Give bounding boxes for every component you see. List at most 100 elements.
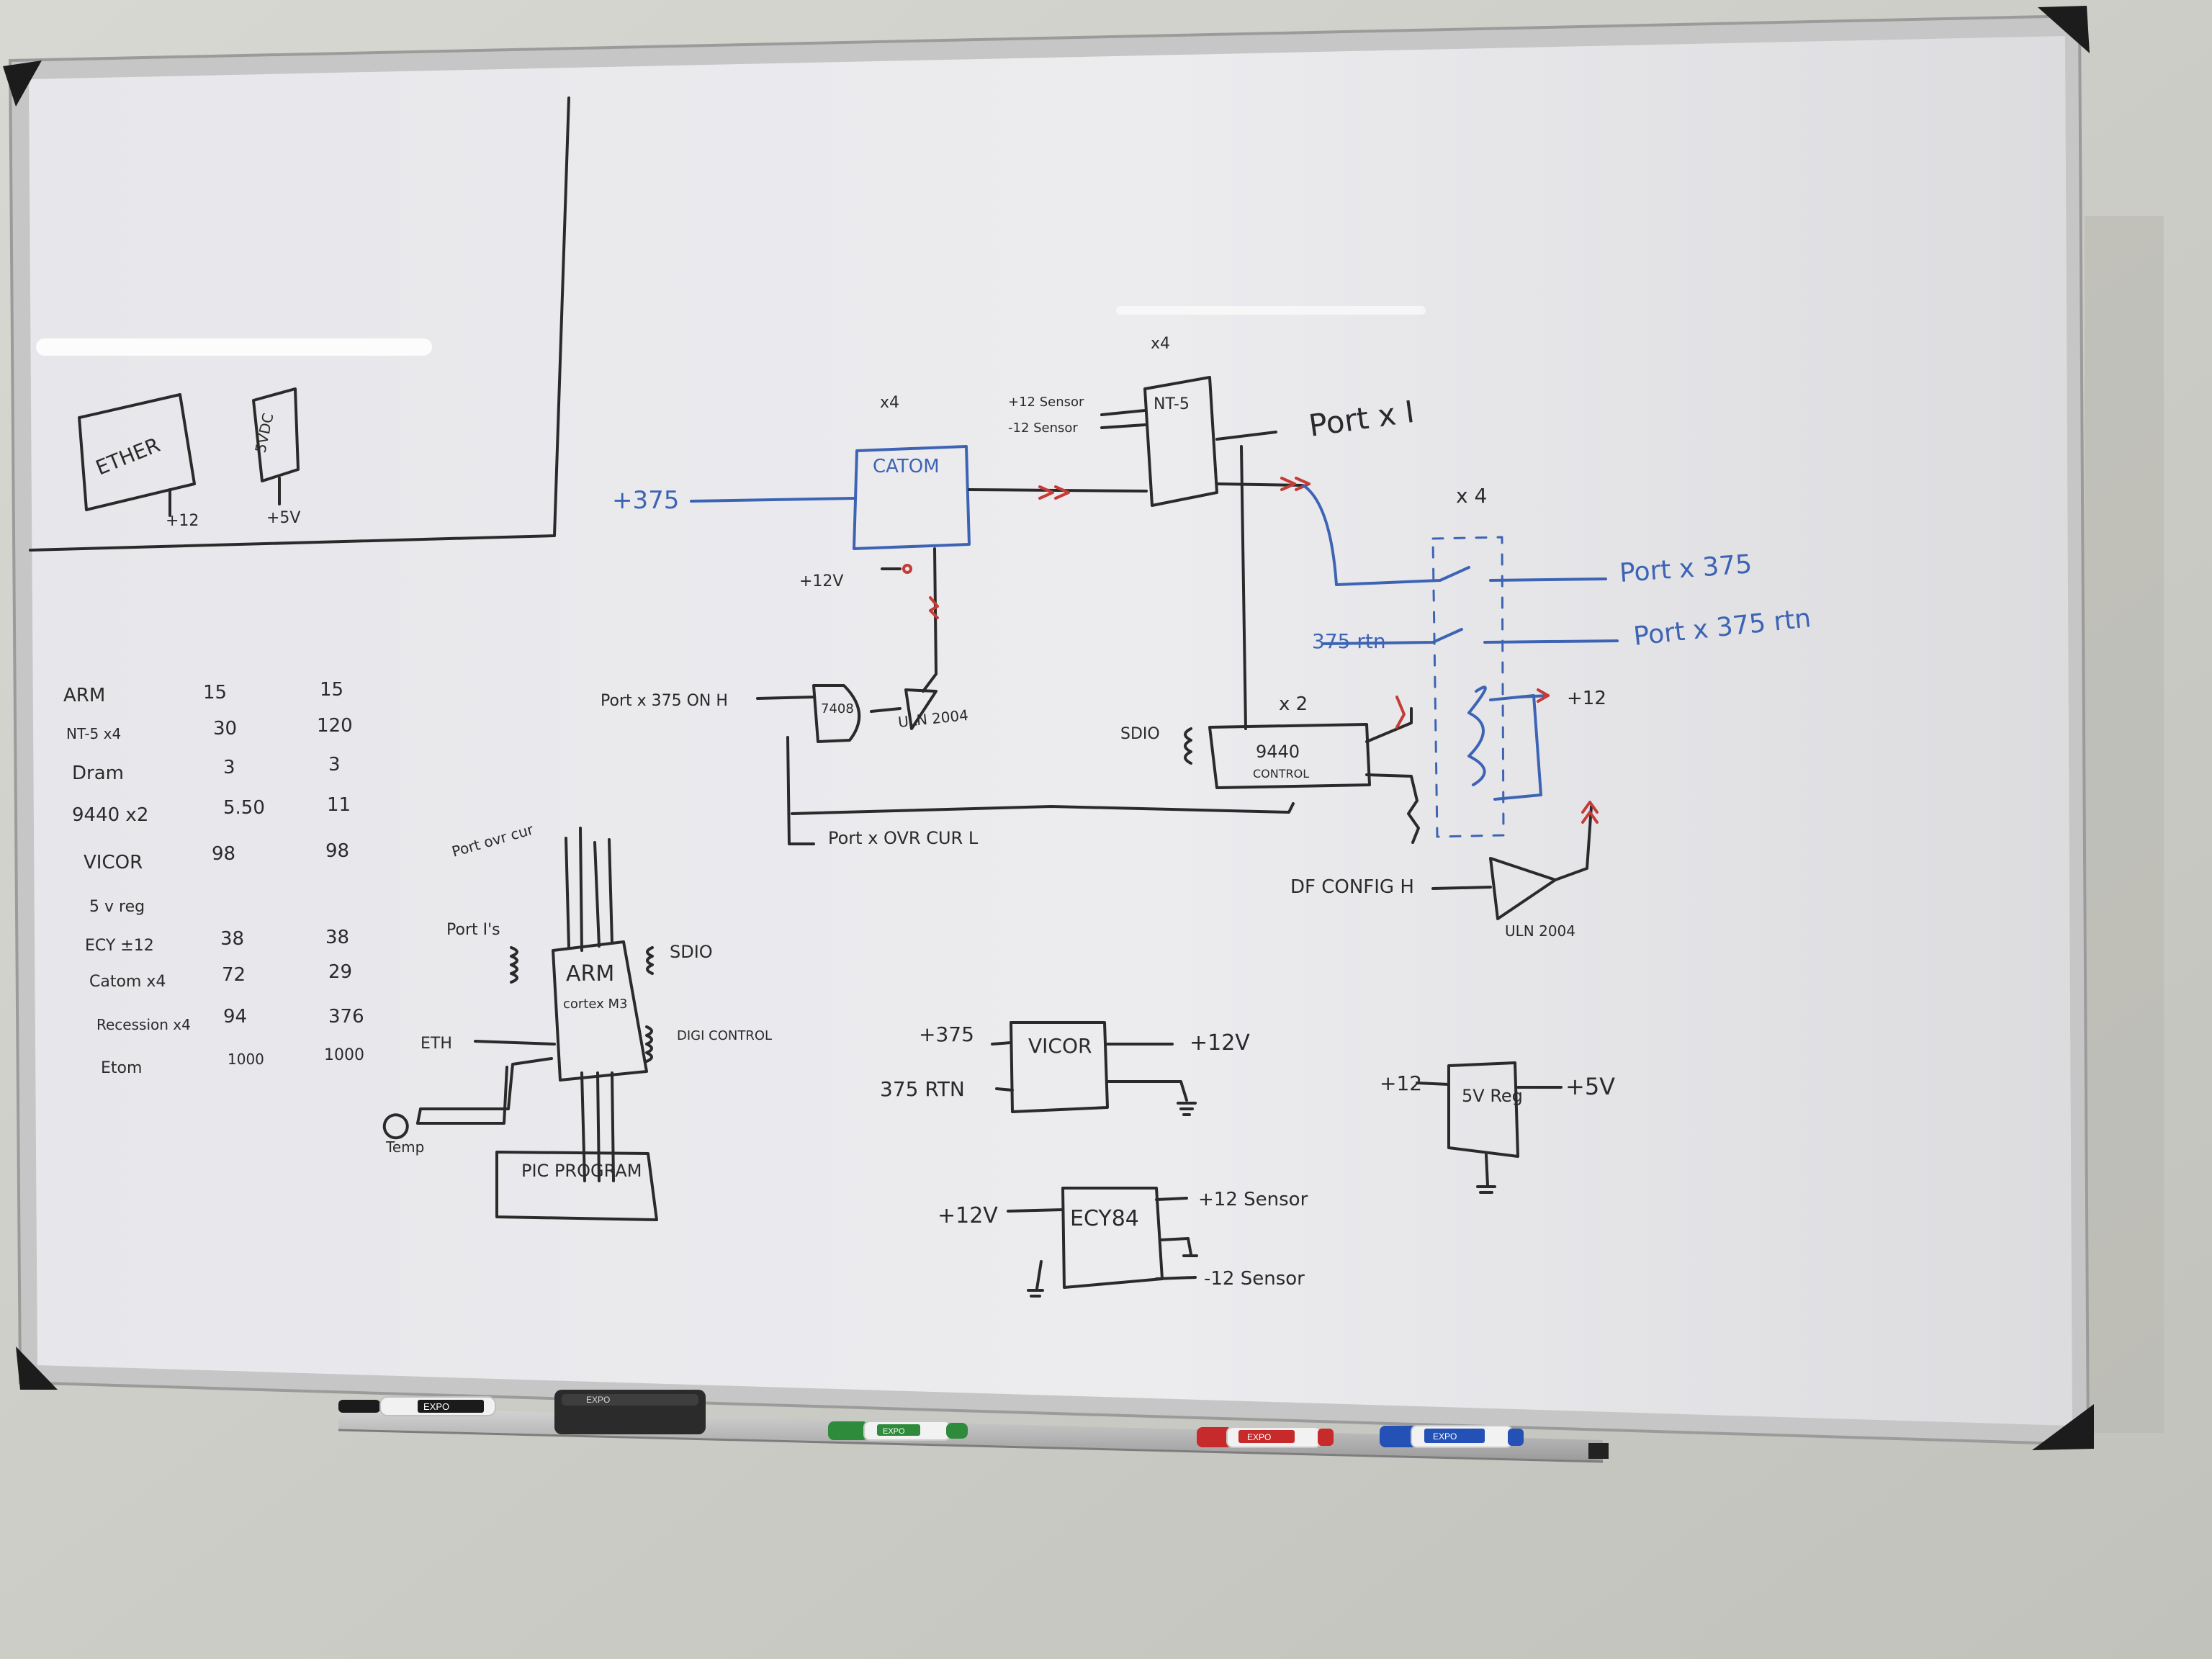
blue-marker[interactable]: EXPO bbox=[1380, 1425, 1524, 1448]
eraser[interactable]: EXPO bbox=[554, 1390, 706, 1434]
label-9440: 9440 bbox=[1256, 742, 1300, 762]
uln-driver-2 bbox=[1431, 801, 1599, 920]
relay-switch-group bbox=[1322, 536, 1619, 838]
label-ecy-plus: +12 Sensor bbox=[1198, 1189, 1308, 1210]
power-row-8: Recession x4 94 376 bbox=[96, 1006, 364, 1033]
ecy84-block bbox=[1007, 1187, 1198, 1298]
label-x4-catom: x4 bbox=[880, 394, 899, 412]
label-reg-box: 5V Reg bbox=[1462, 1086, 1523, 1106]
power-row-0: ARM 15 15 bbox=[63, 679, 343, 706]
board-shadow bbox=[2085, 216, 2164, 1433]
label-vicor-out: +12V bbox=[1190, 1030, 1250, 1056]
green-marker[interactable]: EXPO bbox=[828, 1421, 968, 1441]
label-x2: x 2 bbox=[1279, 693, 1308, 715]
power-b: 1000 bbox=[324, 1046, 364, 1064]
label-pic: PIC PROGRAM bbox=[521, 1161, 642, 1181]
label-control: CONTROL bbox=[1253, 767, 1309, 781]
vicor-block bbox=[991, 1021, 1197, 1116]
label-375-rtn: 375 rtn bbox=[1312, 629, 1386, 653]
label-sensor-minus: -12 Sensor bbox=[1008, 421, 1078, 436]
label-12v-catom: +12V bbox=[799, 572, 843, 590]
power-row-2: Dram 3 3 bbox=[72, 754, 341, 784]
marker-tray: EXPO EXPO EXPO EXPO EXPO bbox=[338, 1390, 1609, 1463]
label-vicor: VICOR bbox=[1028, 1034, 1092, 1058]
catom-block bbox=[690, 445, 1148, 693]
and-gate-7408 bbox=[756, 684, 1295, 845]
corner-cap-tr bbox=[2038, 6, 2090, 53]
power-b: 376 bbox=[328, 1006, 364, 1028]
small-box bbox=[252, 387, 300, 505]
label-sdio-arm: SDIO bbox=[670, 942, 713, 962]
label-7408: 7408 bbox=[821, 701, 854, 716]
corner-cap-tl bbox=[3, 60, 42, 107]
label-ecy-minus: -12 Sensor bbox=[1204, 1268, 1305, 1290]
power-a: 5.50 bbox=[223, 797, 265, 819]
tray-rail-edge bbox=[338, 1429, 1604, 1463]
power-b: 120 bbox=[317, 715, 353, 737]
corner-cap-br bbox=[2032, 1404, 2094, 1450]
label-arm: ARM bbox=[566, 961, 614, 986]
top-left-frame bbox=[29, 96, 570, 552]
power-a: 94 bbox=[223, 1006, 247, 1028]
power-item: ECY ±12 bbox=[85, 937, 154, 955]
power-row-4: VICOR 98 98 bbox=[84, 840, 349, 873]
reg-block bbox=[1416, 1061, 1563, 1194]
label-df-config: DF CONFIG H bbox=[1290, 876, 1414, 898]
label-temp: Temp bbox=[385, 1138, 424, 1156]
label-x4-nt: x4 bbox=[1151, 335, 1170, 353]
power-row-5: 5 v reg bbox=[89, 898, 145, 916]
power-a: 38 bbox=[220, 928, 244, 950]
power-a: 1000 bbox=[228, 1051, 264, 1068]
label-vicor-in: +375 bbox=[919, 1022, 974, 1046]
blue-marker-brand: EXPO bbox=[1433, 1431, 1457, 1442]
label-sdio: SDIO bbox=[1120, 725, 1160, 743]
power-b: 38 bbox=[325, 927, 349, 948]
power-row-9: Etom 1000 1000 bbox=[101, 1046, 364, 1077]
black-marker-brand: EXPO bbox=[423, 1401, 449, 1412]
corner-cap-bl bbox=[16, 1346, 58, 1390]
nt5-block bbox=[1100, 376, 1607, 730]
power-b: 15 bbox=[320, 679, 343, 701]
label-port-x-375-on: Port x 375 ON H bbox=[601, 692, 728, 710]
power-b: 3 bbox=[328, 754, 341, 775]
label-reg-in: +12 bbox=[1380, 1071, 1422, 1095]
power-table: ARM 15 15 NT-5 x4 30 120 Dram 3 3 9440 x… bbox=[63, 679, 364, 1077]
power-row-1: NT-5 x4 30 120 bbox=[66, 715, 353, 742]
chip-9440 bbox=[1184, 696, 1420, 844]
power-b: 11 bbox=[327, 794, 351, 816]
label-375-left: +375 bbox=[612, 486, 679, 515]
power-item: 5 v reg bbox=[89, 898, 145, 916]
power-a: 72 bbox=[222, 964, 246, 986]
label-catom: CATOM bbox=[873, 456, 940, 477]
power-row-3: 9440 x2 5.50 11 bbox=[72, 794, 351, 826]
label-uln-2: ULN 2004 bbox=[1505, 922, 1575, 940]
power-a: 98 bbox=[212, 843, 235, 865]
green-marker-brand: EXPO bbox=[883, 1427, 905, 1436]
label-plus12-relay: +12 bbox=[1567, 688, 1606, 709]
label-nt5: NT-5 bbox=[1154, 395, 1190, 413]
label-x4-switch: x 4 bbox=[1456, 484, 1487, 508]
power-a: 15 bbox=[203, 682, 227, 703]
power-item: VICOR bbox=[84, 852, 143, 873]
label-port-i: Port I's bbox=[446, 921, 500, 939]
ethernet-box bbox=[78, 393, 196, 517]
label-vicor-rtn: 375 RTN bbox=[880, 1077, 965, 1101]
power-row-6: ECY ±12 38 38 bbox=[85, 927, 349, 955]
label-port-x-ovr: Port x OVR CUR L bbox=[828, 828, 979, 848]
red-marker[interactable]: EXPO bbox=[1197, 1426, 1334, 1448]
board-surface bbox=[29, 36, 2072, 1426]
power-a: 30 bbox=[213, 718, 237, 739]
whiteboard bbox=[3, 6, 2094, 1450]
label-ecy-in: +12V bbox=[938, 1203, 998, 1228]
power-item: NT-5 x4 bbox=[66, 725, 121, 742]
power-item: Recession x4 bbox=[96, 1016, 191, 1033]
power-item: 9440 x2 bbox=[72, 804, 148, 826]
label-eth-arm: ETH bbox=[421, 1035, 452, 1053]
black-marker[interactable]: EXPO bbox=[338, 1396, 496, 1416]
label-reg-out: +5V bbox=[1565, 1073, 1615, 1100]
arm-block bbox=[382, 827, 658, 1221]
power-a: 3 bbox=[223, 757, 235, 778]
power-row-7: Catom x4 72 29 bbox=[89, 961, 352, 991]
red-marker-brand: EXPO bbox=[1247, 1432, 1271, 1442]
